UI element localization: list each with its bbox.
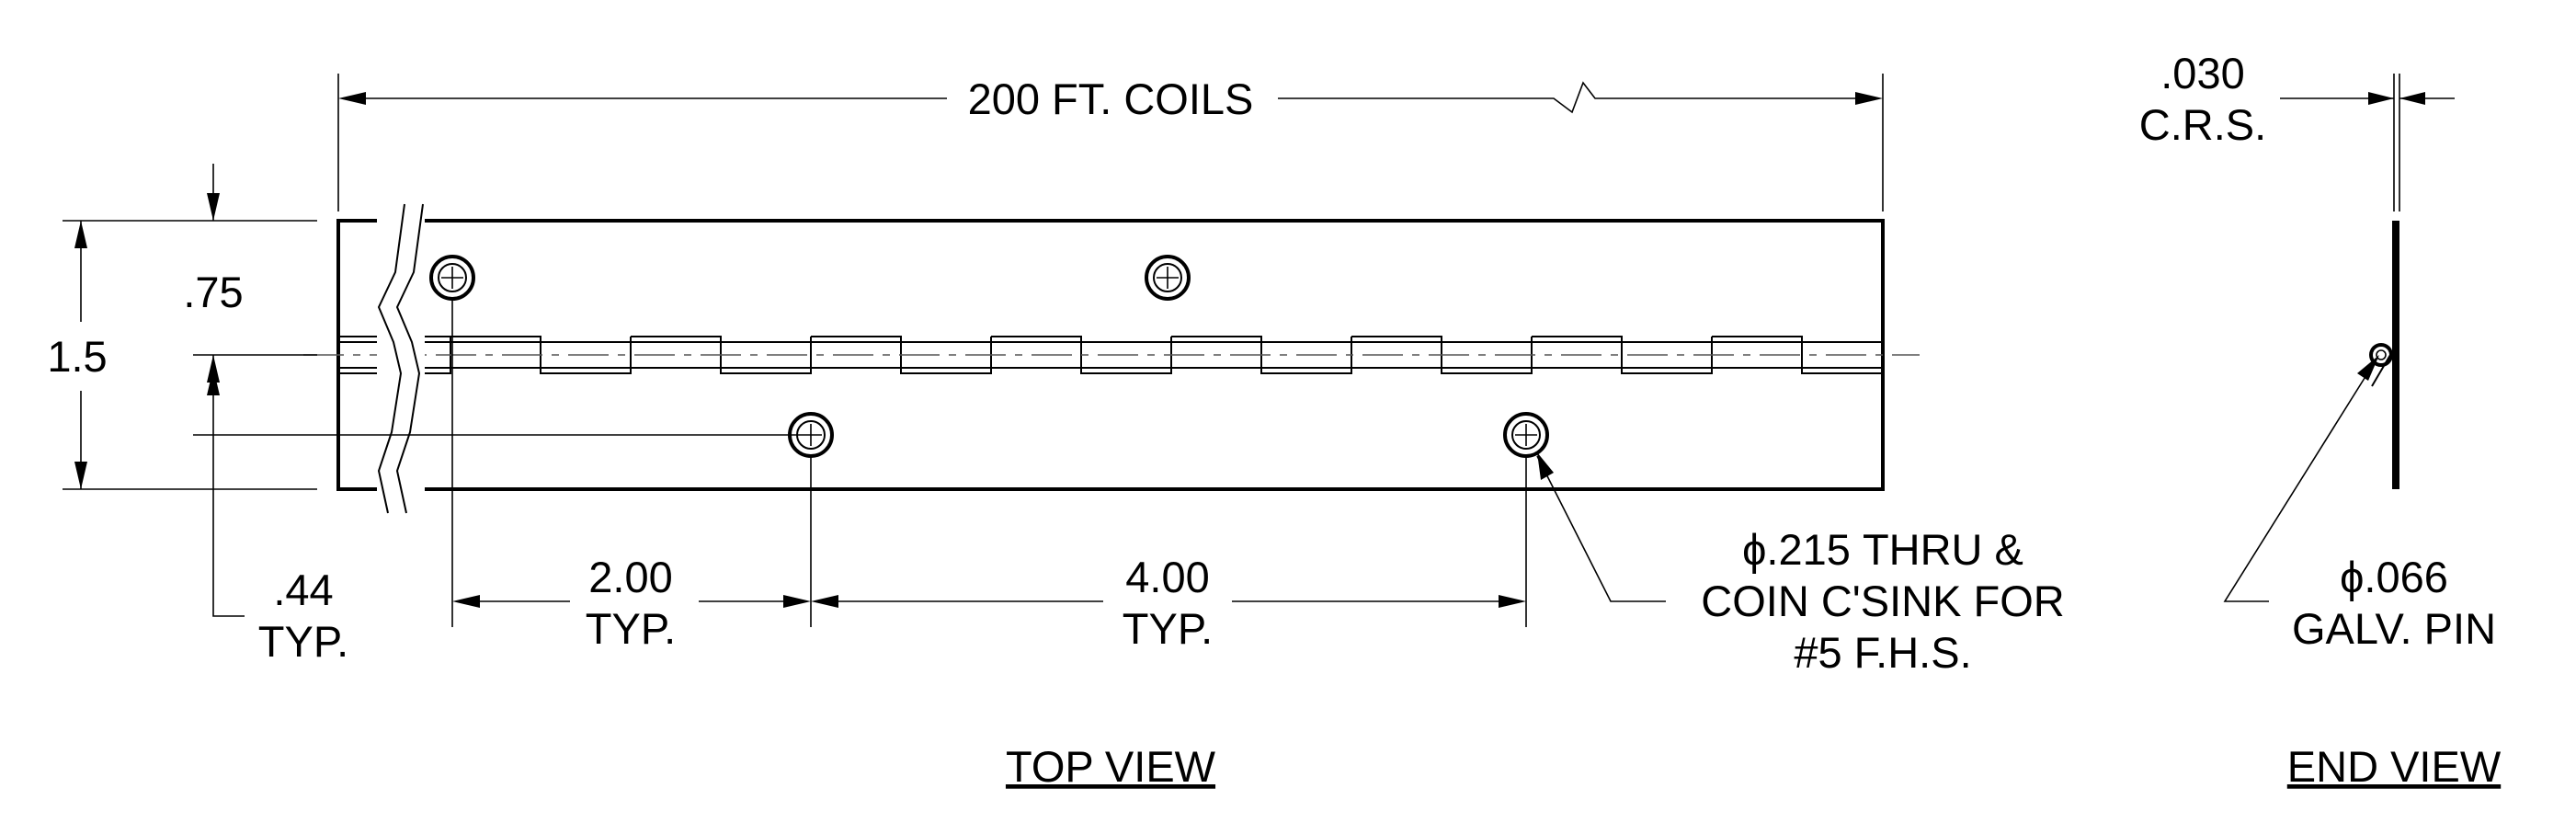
end-view-profile [2369, 221, 2399, 489]
hole-edge-label: .44 [273, 566, 333, 614]
break-symbol [377, 203, 425, 514]
hole-note-line3: #5 F.H.S. [1794, 628, 1971, 677]
spacing-large-typ-label: TYP. [1123, 604, 1213, 653]
hole-spacing-dimensions: 2.00 TYP. 4.00 TYP. [451, 299, 1527, 653]
length-label: 200 FT. COILS [968, 74, 1254, 123]
leaf-label: .75 [183, 268, 243, 316]
end-view: .030 C.R.S. ϕ.066 GALV. PIN END VIEW [2139, 49, 2502, 791]
top-view: 200 FT. COILS 1.5 .75 .44 TYP. [47, 74, 2065, 791]
width-label: 1.5 [47, 332, 107, 381]
pin-note-line1: ϕ.066 [2340, 553, 2448, 601]
spacing-small-label: 2.00 [588, 553, 672, 601]
pin-circle [2369, 343, 2393, 367]
pin-callout: ϕ.066 GALV. PIN [2223, 355, 2496, 653]
width-dimension: 1.5 [47, 220, 317, 490]
hole-top-right [1145, 255, 1191, 301]
hole-callout: ϕ.215 THRU & COIN C'SINK FOR #5 F.H.S. [1536, 452, 2065, 677]
hole-edge-typ-label: TYP. [258, 617, 348, 666]
hole-top-left [429, 255, 475, 301]
hole-bottom-right [1503, 412, 1549, 458]
mounting-holes [429, 255, 1549, 458]
length-dimension: 200 FT. COILS [337, 74, 1884, 211]
end-view-title: END VIEW [2287, 742, 2502, 791]
leaf-dimension: .75 [183, 164, 317, 414]
hinge-outline [303, 219, 1920, 491]
spacing-large-label: 4.00 [1125, 553, 1209, 601]
hole-note-line1: ϕ.215 THRU & [1742, 525, 2023, 574]
top-view-title: TOP VIEW [1006, 742, 1216, 791]
thickness-dimension: .030 C.R.S. [2139, 49, 2455, 211]
hole-note-line2: COIN C'SINK FOR [1701, 577, 2064, 625]
thickness-label: .030 [2160, 49, 2244, 97]
spacing-small-typ-label: TYP. [586, 604, 676, 653]
pin-note-line2: GALV. PIN [2292, 604, 2496, 653]
hole-edge-dimension: .44 TYP. [193, 368, 800, 666]
thickness-note: C.R.S. [2139, 100, 2266, 149]
